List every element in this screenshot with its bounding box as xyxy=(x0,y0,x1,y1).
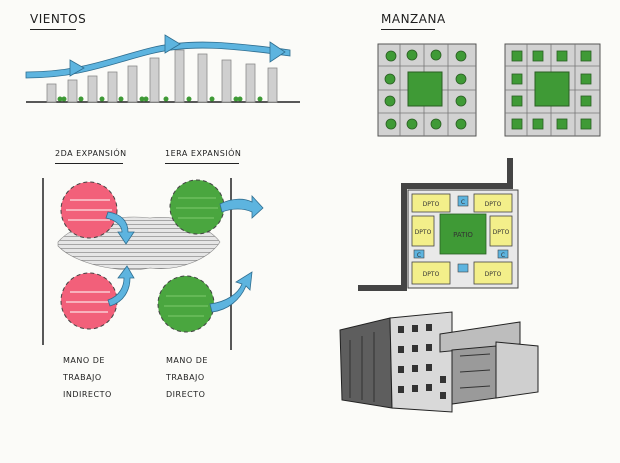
right-volume xyxy=(495,341,539,399)
vientos-diagram xyxy=(25,34,300,103)
wind-band xyxy=(25,41,291,79)
mano-indirecto-line-3: INDIRECTO xyxy=(63,390,112,399)
dpto-unit xyxy=(489,215,513,247)
manzana-plan-left xyxy=(377,43,477,137)
vientos-underline xyxy=(30,29,76,30)
building-perspective xyxy=(339,311,539,413)
dpto-label: DPTO xyxy=(415,229,432,236)
primera-expansion-underline xyxy=(165,163,239,164)
wind-arrowhead-2 xyxy=(164,34,181,54)
mano-directo-line-2: TRABAJO xyxy=(166,373,205,382)
dpto-unit xyxy=(473,261,513,285)
vientos-title: VIENTOS xyxy=(30,12,87,26)
dpto-unit xyxy=(473,193,513,213)
mano-indirecto-line-1: MANO DE xyxy=(63,356,105,365)
core-box xyxy=(413,249,425,259)
mano-indirecto-line-2: TRABAJO xyxy=(63,373,102,382)
c-label: C xyxy=(501,252,505,259)
primera-expansion-title: 1ERA EXPANSIÓN xyxy=(165,149,242,158)
dpto-label: DPTO xyxy=(485,201,502,208)
mano-directo-line-3: DIRECTO xyxy=(166,390,206,399)
c-label: C xyxy=(417,252,421,259)
arrow-green-bottom xyxy=(209,271,253,313)
segunda-expansion-title: 2DA EXPANSIÓN xyxy=(55,149,127,158)
patio xyxy=(439,213,487,255)
mano-trabajo-directo-label: MANO DE TRABAJO DIRECTO xyxy=(166,352,208,403)
building-bars xyxy=(46,49,278,103)
facade-lines xyxy=(349,332,491,402)
manzana-underline xyxy=(381,29,435,30)
mano-directo-line-1: MANO DE xyxy=(166,356,208,365)
dpto-unit xyxy=(411,261,451,285)
core-box xyxy=(457,195,469,207)
c-label: C xyxy=(461,199,465,206)
dpto-label: DPTO xyxy=(423,271,440,278)
vegetation-dots xyxy=(57,96,263,102)
mano-trabajo-indirecto-label: MANO DE TRABAJO INDIRECTO xyxy=(63,352,112,403)
green-circle-bottom xyxy=(157,275,215,333)
arrow-pink-top xyxy=(105,211,135,245)
expansion-diagram xyxy=(42,178,264,350)
green-circle-top xyxy=(169,179,225,235)
manzana-plan-right xyxy=(504,43,601,137)
core-box xyxy=(457,263,469,273)
manzana-title: MANZANA xyxy=(381,12,446,26)
segunda-expansion-underline xyxy=(55,163,123,164)
patio-label: PATIO xyxy=(453,231,473,239)
dpto-label: DPTO xyxy=(423,201,440,208)
dpto-unit xyxy=(411,215,435,247)
building-windows xyxy=(398,324,446,399)
core-box xyxy=(497,249,509,259)
wind-arrowhead-1 xyxy=(69,59,85,77)
tower-left-light-face xyxy=(389,311,453,413)
courtyard-floor-plan: DPTO DPTO DPTO DPTO DPTO DPTO PATIO C C … xyxy=(358,158,519,291)
dpto-label: DPTO xyxy=(493,229,510,236)
wind-arrowhead-3 xyxy=(269,41,286,63)
arrow-pink-bottom xyxy=(107,265,135,307)
tower-left-dark-face xyxy=(339,317,393,409)
dpto-label: DPTO xyxy=(485,271,502,278)
dpto-unit xyxy=(411,193,451,213)
arrow-green-top xyxy=(219,194,264,219)
